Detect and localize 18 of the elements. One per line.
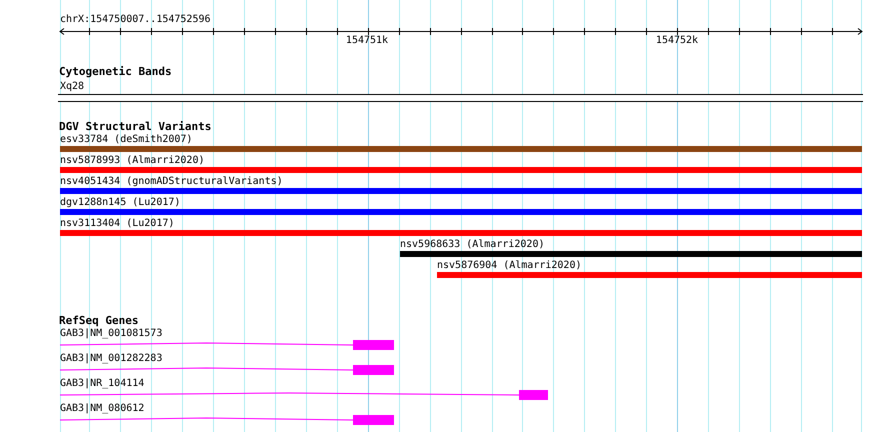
track-heading: RefSeq Genes <box>59 315 138 327</box>
variant-label: nsv4051434 (gnomADStructuralVariants) <box>60 176 283 188</box>
tick-label: 154751k <box>346 35 388 47</box>
variant-label: dgv1288n145 (Lu2017) <box>60 197 180 209</box>
variant-label: nsv5878993 (Almarri2020) <box>60 155 204 167</box>
variant-label: nsv5876904 (Almarri2020) <box>437 260 582 272</box>
gene-label: GAB3|NM_080612 <box>60 403 144 415</box>
variant-label: esv33784 (deSmith2007) <box>60 134 192 146</box>
gene-label: GAB3|NM_001081573 <box>60 328 162 340</box>
variant-label: nsv5968633 (Almarri2020) <box>400 239 544 251</box>
variant-label: nsv3113404 (Lu2017) <box>60 218 174 230</box>
gene-label: GAB3|NM_001282283 <box>60 353 162 365</box>
band-label: Xq28 <box>60 81 84 93</box>
track-heading: DGV Structural Variants <box>59 121 212 133</box>
coordinate-label: chrX:154750007..154752596 <box>60 14 211 26</box>
track-heading: Cytogenetic Bands <box>59 66 172 78</box>
gene-label: GAB3|NR_104114 <box>60 378 144 390</box>
tick-label: 154752k <box>656 35 698 47</box>
